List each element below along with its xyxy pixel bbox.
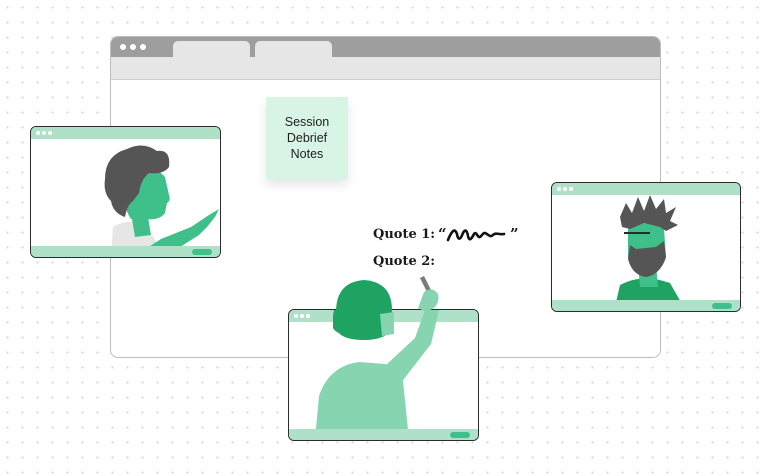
browser-title-bar bbox=[111, 37, 660, 57]
video-window-title-bar bbox=[31, 127, 220, 139]
participant-head-hair-icon bbox=[336, 280, 394, 340]
quote-close-mark: ” bbox=[510, 225, 519, 243]
window-dot-icon bbox=[48, 131, 52, 135]
quote-1-label: Quote 1: bbox=[373, 227, 436, 242]
call-control-button[interactable] bbox=[450, 432, 470, 438]
sticky-note[interactable]: Session Debrief Notes bbox=[266, 97, 348, 179]
window-dot-icon bbox=[306, 314, 310, 318]
window-dot-icon bbox=[294, 314, 298, 318]
video-window-right[interactable] bbox=[551, 182, 741, 312]
call-control-button[interactable] bbox=[712, 303, 732, 309]
participant-bearded-illustration bbox=[614, 195, 686, 311]
quote-2-label: Quote 2: bbox=[373, 254, 436, 269]
video-window-footer bbox=[31, 246, 220, 257]
window-dot-icon bbox=[557, 187, 561, 191]
handwritten-scribble-icon bbox=[446, 229, 506, 242]
video-window-footer bbox=[552, 300, 740, 311]
browser-tab[interactable] bbox=[255, 41, 332, 57]
browser-tab[interactable] bbox=[173, 41, 250, 57]
quote-open-mark: “ bbox=[438, 225, 447, 243]
window-dot-icon[interactable] bbox=[140, 44, 146, 50]
window-dot-icon[interactable] bbox=[120, 44, 126, 50]
window-dot-icon bbox=[563, 187, 567, 191]
browser-address-bar[interactable] bbox=[111, 57, 660, 80]
window-dot-icon bbox=[36, 131, 40, 135]
window-dot-icon bbox=[42, 131, 46, 135]
video-window-title-bar bbox=[552, 183, 740, 195]
participant-pointing-illustration bbox=[104, 145, 219, 257]
video-window-left[interactable] bbox=[30, 126, 221, 258]
call-control-button[interactable] bbox=[192, 249, 212, 255]
sticky-note-text: Session Debrief Notes bbox=[284, 115, 330, 161]
window-dot-icon bbox=[569, 187, 573, 191]
video-window-footer bbox=[289, 429, 478, 440]
window-dot-icon[interactable] bbox=[130, 44, 136, 50]
window-dot-icon bbox=[300, 314, 304, 318]
marker-pen-icon bbox=[418, 276, 439, 312]
